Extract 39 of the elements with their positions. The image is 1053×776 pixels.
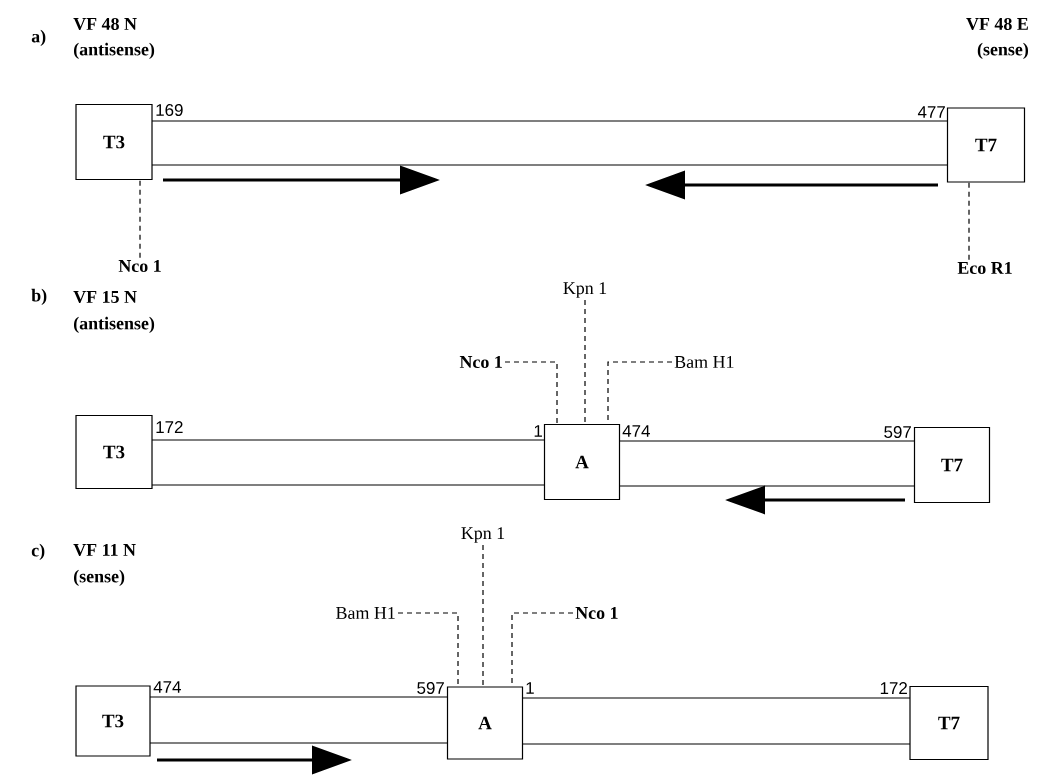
construct-heading: c) — [31, 543, 45, 561]
construct-heading: (sense) — [74, 569, 125, 587]
construct-heading: (antisense) — [74, 316, 155, 334]
leader-line — [397, 612, 459, 687]
vector-box: A — [543, 423, 621, 501]
leader-line — [504, 361, 558, 425]
position-number: 597 — [417, 682, 444, 694]
restriction-site-label: Nco 1 — [459, 356, 502, 368]
vector-box: T3 — [75, 414, 153, 490]
vector-box: T3 — [75, 103, 153, 181]
restriction-site-label: Kpn 1 — [461, 527, 505, 543]
vector-box: T3 — [75, 685, 151, 757]
leader-line — [139, 179, 141, 259]
vector-box: T7 — [909, 685, 989, 761]
leader-line — [968, 182, 970, 261]
restriction-site-label: Nco 1 — [575, 607, 618, 619]
position-number: 474 — [153, 681, 181, 693]
leader-line — [584, 299, 586, 425]
vector-box: T7 — [913, 426, 991, 504]
restriction-site-label: Nco 1 — [118, 260, 161, 272]
vector-box: T7 — [946, 107, 1026, 183]
restriction-site-label: Bam H1 — [336, 607, 395, 619]
construct-heading: (sense) — [977, 42, 1028, 60]
restriction-site-label: Eco R1 — [957, 262, 1012, 274]
leader-line — [482, 544, 484, 687]
construct-heading: VF 48 N — [73, 17, 137, 31]
construct-heading: (antisense) — [74, 42, 155, 60]
position-number: 1 — [526, 682, 534, 694]
position-number: 474 — [622, 425, 650, 437]
construct-heading: b) — [31, 288, 47, 306]
restriction-site-label: Kpn 1 — [563, 282, 607, 298]
restriction-site-label: Bam H1 — [674, 356, 734, 368]
position-number: 172 — [880, 682, 907, 694]
construct-heading: VF 11 N — [73, 543, 136, 557]
position-number: 1 — [534, 425, 542, 437]
construct-heading: VF 15 N — [73, 290, 137, 304]
construct-heading: a) — [31, 29, 46, 47]
construct-heading: VF 48 E — [966, 17, 1028, 31]
vector-box: A — [446, 686, 524, 760]
